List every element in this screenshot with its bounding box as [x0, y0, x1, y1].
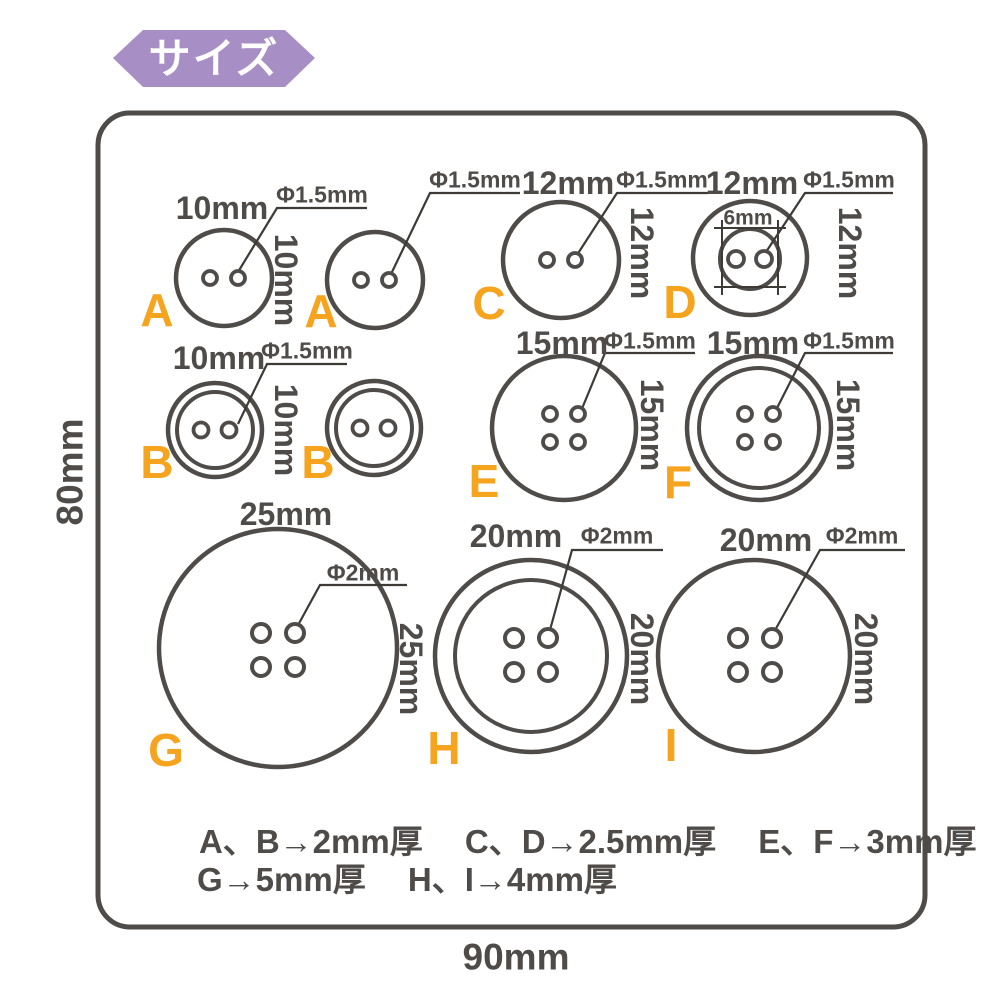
frame-width-label: 90mm [462, 936, 570, 978]
button-a2-letter: A [304, 285, 338, 337]
button-a1-letter: A [140, 284, 174, 336]
button-c-leader-line [576, 191, 708, 256]
button-g-size-side: 25mm [393, 622, 429, 716]
button-d-hole-label: Φ1.5mm [803, 166, 895, 193]
button-a1-size-side: 10mm [268, 233, 304, 327]
button-h-letter: H [427, 722, 461, 774]
button-i-hole-label: Φ2mm [825, 522, 899, 549]
button-h-size-side: 20mm [624, 612, 660, 706]
button-a1-hole-label: Φ1.5mm [276, 181, 368, 208]
button-d-leader-line [765, 191, 893, 253]
button-b1-size-side: 10mm [268, 383, 304, 477]
button-b2-letter: B [301, 436, 335, 488]
diagram-frame [95, 110, 928, 930]
button-g-leader-line [296, 583, 407, 628]
button-h-shape [432, 548, 663, 755]
button-e-hole-label: Φ1.5mm [604, 327, 696, 354]
button-c-shape [500, 191, 708, 321]
button-f-letter: F [663, 456, 693, 508]
button-c-letter: C [472, 277, 506, 329]
button-f-shape [684, 351, 893, 503]
button-b1-size-top: 10mm [172, 340, 266, 376]
button-d-size-side: 12mm [832, 206, 868, 300]
button-h-leader-line [548, 548, 663, 631]
button-a1-size-top: 10mm [175, 190, 269, 226]
button-b2-shape [324, 378, 424, 478]
button-b1-leader-line [237, 362, 347, 425]
button-f-leader-line [774, 351, 893, 413]
button-g-hole-label: Φ2mm [326, 559, 400, 586]
button-e-shape [489, 351, 695, 503]
button-i-size-side: 20mm [848, 612, 884, 706]
frame-height-label: 80mm [49, 418, 91, 526]
button-a2-shape [324, 191, 520, 331]
button-c-hole-label: Φ1.5mm [616, 166, 708, 193]
button-f-size-top: 15mm [706, 325, 800, 361]
button-i-leader-line [773, 548, 905, 633]
thickness-note-line1: A、B→2mm厚 C、D→2.5mm厚 E、F→3mm厚 [199, 823, 977, 860]
button-a2-hole-label: Φ1.5mm [429, 166, 521, 193]
button-f-size-side: 15mm [830, 378, 866, 472]
button-h-hole-label: Φ2mm [580, 522, 654, 549]
size-badge-label: サイズ [148, 35, 280, 82]
thickness-note-line2: G→5mm厚 H、I→4mm厚 [197, 861, 617, 898]
button-g-shape [156, 526, 407, 770]
button-i-letter: I [664, 719, 678, 771]
button-g-size-top: 25mm [239, 496, 333, 532]
button-a1-leader-line [237, 206, 367, 273]
button-b1-shape [165, 362, 347, 480]
button-e-size-top: 15mm [515, 325, 609, 361]
button-d-letter: D [663, 276, 697, 328]
button-f-hole-label: Φ1.5mm [803, 327, 895, 354]
button-c-size-top: 12mm [521, 165, 615, 201]
button-i-shape [655, 548, 905, 755]
button-a2-leader-line [391, 191, 520, 273]
button-b1-hole-label: Φ1.5mm [261, 337, 353, 364]
button-d-inner-dim-label: 6mm [723, 206, 773, 230]
button-a1-shape [173, 206, 367, 329]
button-e-letter: E [468, 455, 500, 507]
button-d-size-top: 12mm [705, 165, 799, 201]
button-h-size-top: 20mm [469, 518, 563, 554]
size-badge-shape [113, 30, 315, 87]
button-e-leader-line [579, 351, 695, 412]
button-i-size-top: 20mm [719, 522, 813, 558]
button-b1-letter: B [140, 436, 174, 488]
button-d-shape [690, 191, 893, 318]
button-g-letter: G [148, 724, 184, 776]
button-c-size-side: 12mm [624, 206, 660, 300]
